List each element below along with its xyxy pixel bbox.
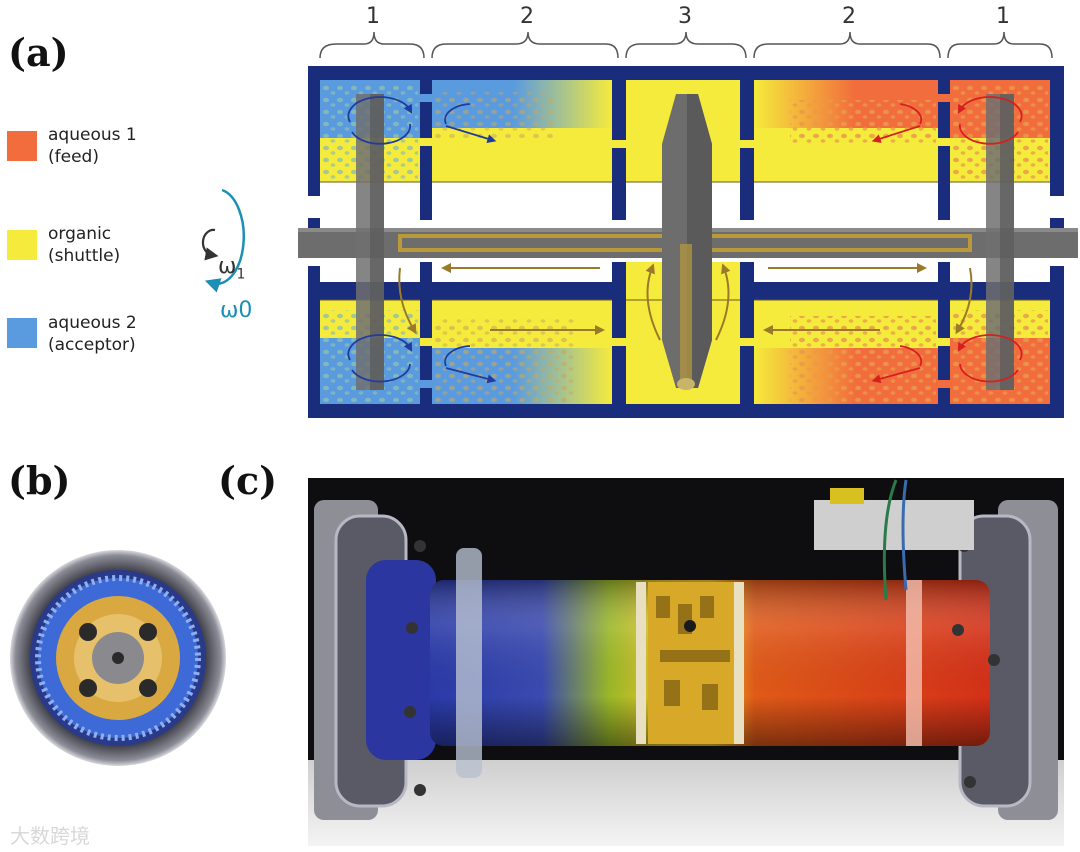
legend-acceptor-line1: aqueous 2 (48, 313, 137, 333)
legend-organic-line2: (shuttle) (48, 246, 121, 266)
panel-label-c: (c) (218, 458, 278, 503)
legend-feed-line2: (feed) (48, 147, 99, 167)
zone-label-3: 3 (678, 4, 692, 29)
watermark: 大数跨境 (10, 824, 90, 848)
legend-feed: aqueous 1(feed) (48, 124, 137, 168)
zone-label-2-right: 2 (842, 4, 856, 29)
zone-label-1-right: 1 (996, 4, 1010, 29)
legend-organic-line1: organic (48, 224, 112, 244)
panel-label-a: (a) (8, 30, 69, 75)
zone-label-1-left: 1 (366, 4, 380, 29)
legend-organic: organic(shuttle) (48, 223, 120, 267)
legend-acceptor-line2: (acceptor) (48, 335, 136, 355)
legend-swatch-feed (7, 131, 37, 161)
organic-channel (398, 234, 972, 252)
legend-acceptor: aqueous 2(acceptor) (48, 312, 137, 356)
legend-swatch-acceptor (7, 318, 37, 348)
omega0-label: ω0 (220, 298, 253, 323)
legend-swatch-organic (7, 230, 37, 260)
zone-label-2-left: 2 (520, 4, 534, 29)
omega1-label: ω1 (218, 254, 245, 282)
legend-feed-line1: aqueous 1 (48, 125, 137, 145)
omega1-symbol: ω (218, 254, 237, 279)
panel-label-b: (b) (8, 458, 71, 503)
omega1-subscript: 1 (236, 266, 246, 283)
